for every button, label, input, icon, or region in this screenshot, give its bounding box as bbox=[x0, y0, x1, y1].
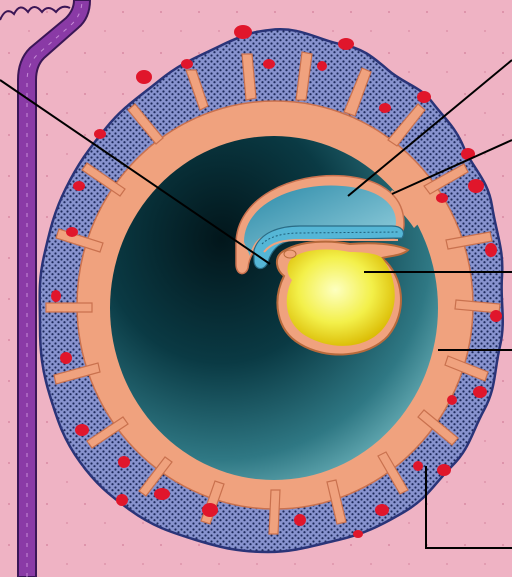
embryo-diagram bbox=[0, 0, 512, 577]
diagram-canvas bbox=[0, 0, 512, 577]
